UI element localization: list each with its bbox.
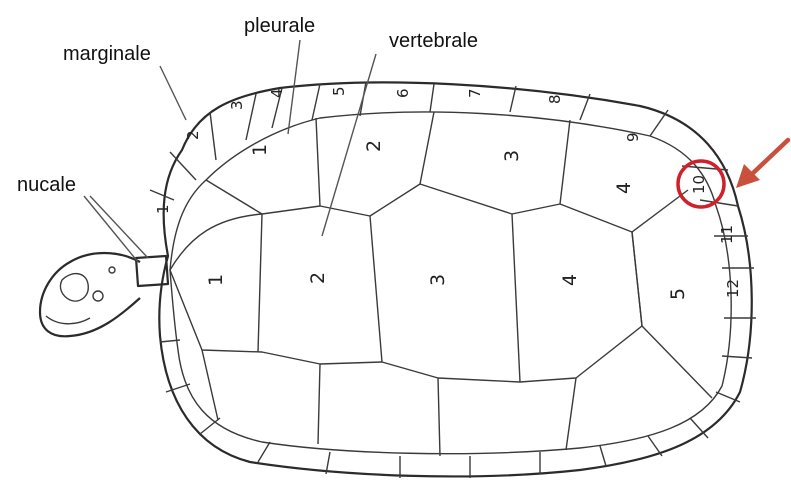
marginal-number-11: 11 bbox=[718, 225, 736, 244]
marginal-number-8: 8 bbox=[546, 94, 564, 104]
marginal-seams bbox=[150, 82, 756, 478]
label-pleurale: pleurale bbox=[244, 15, 315, 37]
pleural-number-1: 1 bbox=[249, 144, 271, 156]
pleural-number-2: 2 bbox=[363, 140, 385, 152]
marginal-number-1: 1 bbox=[154, 204, 172, 214]
leader-marginale bbox=[160, 66, 186, 120]
marginal-number-5: 5 bbox=[330, 86, 348, 96]
marginal-ring-inner bbox=[170, 112, 731, 454]
vertebral-number-3: 3 bbox=[427, 274, 449, 286]
marginal-number-12: 12 bbox=[724, 279, 742, 298]
marginal-number-7: 7 bbox=[466, 88, 484, 98]
label-vertebrale: vertebrale bbox=[389, 30, 478, 52]
vertebral-number-5: 5 bbox=[667, 288, 689, 300]
pleural-number-3: 3 bbox=[501, 150, 523, 162]
vertebral-number-1: 1 bbox=[205, 274, 227, 286]
highlight-arrow-icon bbox=[736, 140, 788, 188]
pleural-number-4: 4 bbox=[613, 182, 635, 194]
vertebral-number-2: 2 bbox=[307, 272, 329, 284]
marginal-number-2: 2 bbox=[184, 130, 202, 140]
marginal-number-3: 3 bbox=[228, 100, 246, 110]
marginal-number-10: 10 bbox=[690, 175, 708, 194]
marginal-number-4: 4 bbox=[268, 88, 286, 98]
vertebral-number-4: 4 bbox=[559, 274, 581, 286]
label-nucale: nucale bbox=[17, 174, 76, 196]
marginal-number-9: 9 bbox=[624, 132, 642, 142]
leader-nucale bbox=[84, 196, 138, 262]
marginal-number-6: 6 bbox=[394, 88, 412, 98]
leader-nucale-2 bbox=[90, 196, 148, 258]
turtle-head bbox=[40, 253, 140, 336]
label-marginale: marginale bbox=[63, 43, 151, 65]
